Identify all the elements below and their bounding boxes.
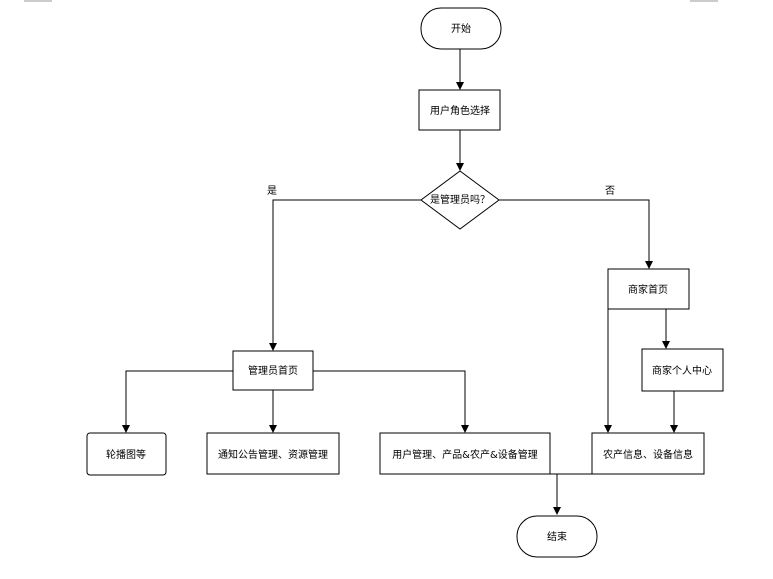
carousel-node: 轮播图等	[86, 432, 167, 476]
notice-resource-label: 通知公告管理、资源管理	[218, 448, 328, 461]
decision-node: 是管理员吗？	[420, 170, 500, 230]
start-label: 开始	[451, 22, 471, 35]
yes-label: 是	[267, 185, 277, 197]
user-product-device-label: 用户管理、产品&农产&设备管理	[392, 448, 538, 461]
merchant-center-node: 商家个人中心	[641, 348, 724, 392]
carousel-label: 轮播图等	[106, 448, 146, 461]
notice-resource-node: 通知公告管理、资源管理	[206, 432, 340, 475]
no-label: 否	[605, 185, 615, 197]
merchant-center-label: 商家个人中心	[652, 364, 712, 377]
arrow-decision-yes	[269, 199, 421, 351]
arrow-decision-no	[499, 199, 653, 269]
decision-label: 是管理员吗？	[430, 193, 490, 206]
farm-device-info-label: 农产信息、设备信息	[603, 448, 693, 461]
merchant-home-node: 商家首页	[607, 268, 690, 310]
role-select-node: 用户角色选择	[418, 89, 501, 131]
connectors	[122, 49, 678, 515]
arrow-admin-to-carousel	[122, 370, 233, 433]
arrow-admin-to-user	[313, 370, 469, 433]
end-label: 结束	[547, 530, 567, 543]
farm-device-info-node: 农产信息、设备信息	[591, 432, 705, 475]
start-node: 开始	[420, 7, 502, 50]
end-node: 结束	[516, 515, 598, 558]
role-select-label: 用户角色选择	[430, 104, 490, 117]
user-product-device-node: 用户管理、产品&农产&设备管理	[379, 432, 551, 475]
merchant-home-label: 商家首页	[628, 283, 668, 296]
admin-home-node: 管理员首页	[232, 350, 314, 391]
admin-home-label: 管理员首页	[248, 364, 298, 377]
